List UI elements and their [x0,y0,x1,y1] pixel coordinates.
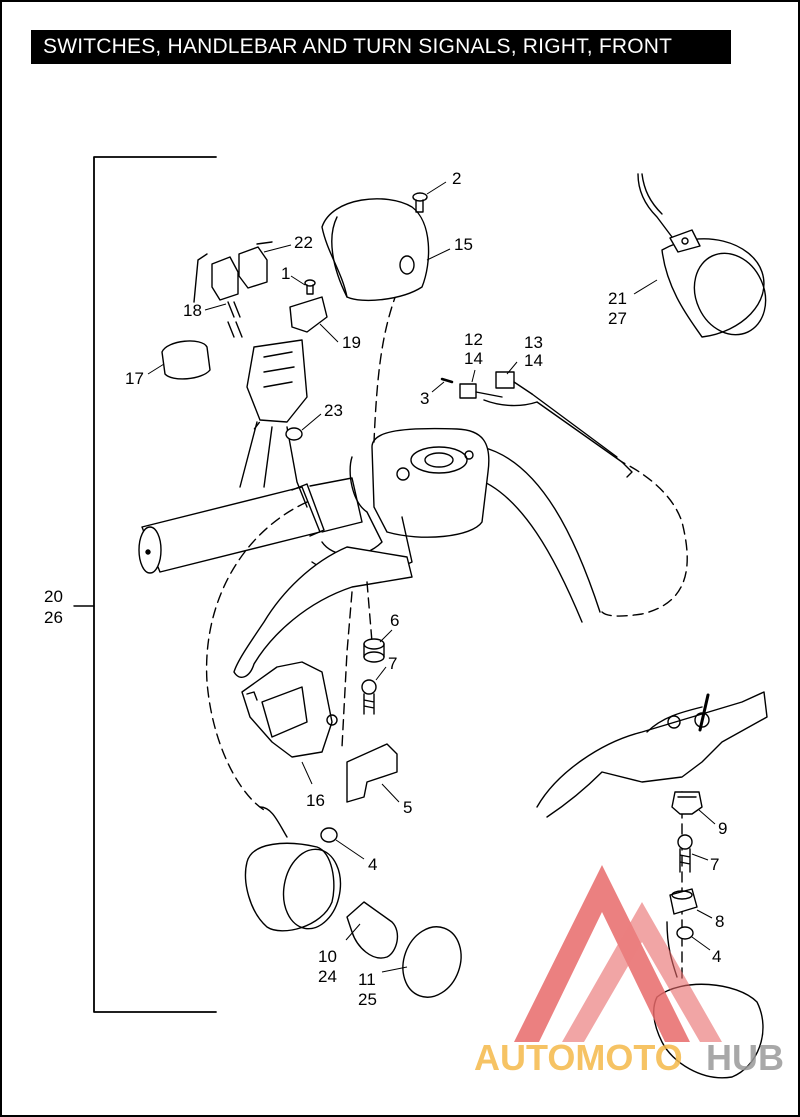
callout-labels: 2 22 15 1 18 19 17 23 12 14 13 14 3 21 2… [44,169,727,1009]
callout-18: 18 [183,301,202,320]
callout-14-b: 14 [524,351,543,370]
callout-13: 13 [524,333,543,352]
callout-26: 26 [44,608,63,627]
watermark-text-automoto: AUTOMOTO [474,1037,683,1078]
screw-1 [304,279,316,295]
callout-4-left: 4 [368,855,377,874]
callout-10: 10 [318,947,337,966]
callout-15: 15 [454,235,473,254]
callout-3: 3 [420,389,429,408]
turn-signal-lower-left [244,806,342,932]
watermark-text-hub: HUB [706,1037,784,1078]
adapter-9 [671,791,703,815]
set-screw-6 [363,638,385,663]
watermark-logo: AUTOMOTO HUB [474,865,784,1078]
callout-6: 6 [390,611,399,630]
callout-17: 17 [125,369,144,388]
lens [402,926,462,998]
nut-4-left [320,827,338,843]
callout-27: 27 [608,309,627,328]
callout-25: 25 [358,990,377,1009]
bracket-19 [289,296,328,333]
switch-assembly [239,339,308,508]
callout-20: 20 [44,587,63,606]
callout-16: 16 [306,791,325,810]
callout-23: 23 [324,401,343,420]
lower-switch-housing [241,661,338,758]
pin-3 [440,377,454,384]
callout-2: 2 [452,169,461,188]
callout-7-upper: 7 [388,654,397,673]
connectors [459,371,633,478]
callout-5: 5 [403,798,412,817]
page-title: SWITCHES, HANDLEBAR AND TURN SIGNALS, RI… [31,30,731,64]
callout-24: 24 [318,967,337,986]
bulb [346,901,399,959]
callout-12: 12 [464,330,483,349]
right-handlebar-detail [536,691,768,818]
callout-22: 22 [294,233,313,252]
switch-buttons [193,241,273,303]
screw-2 [412,192,428,213]
callout-1: 1 [281,264,290,283]
callout-7-lower: 7 [710,855,719,874]
handlebar-tube [471,446,601,623]
set-screw-8 [669,888,698,915]
callout-14-a: 14 [464,349,483,368]
callout-11: 11 [358,970,376,989]
callout-9: 9 [718,819,727,838]
bolt-7-lower [677,834,693,873]
nut-4-right [676,926,694,940]
bolt-7-upper [361,679,377,715]
turn-signal-upper [637,173,767,338]
callout-8: 8 [715,912,724,931]
springs [227,301,243,338]
mount-bracket-5 [346,743,398,803]
switch-button-17 [161,340,211,380]
callout-4-right: 4 [712,947,721,966]
assembly-bracket [93,156,217,1013]
callout-21: 21 [608,289,627,308]
callout-19: 19 [342,333,361,352]
brake-lever [233,546,413,678]
leader-lines [147,181,716,973]
upper-switch-housing [321,198,430,302]
